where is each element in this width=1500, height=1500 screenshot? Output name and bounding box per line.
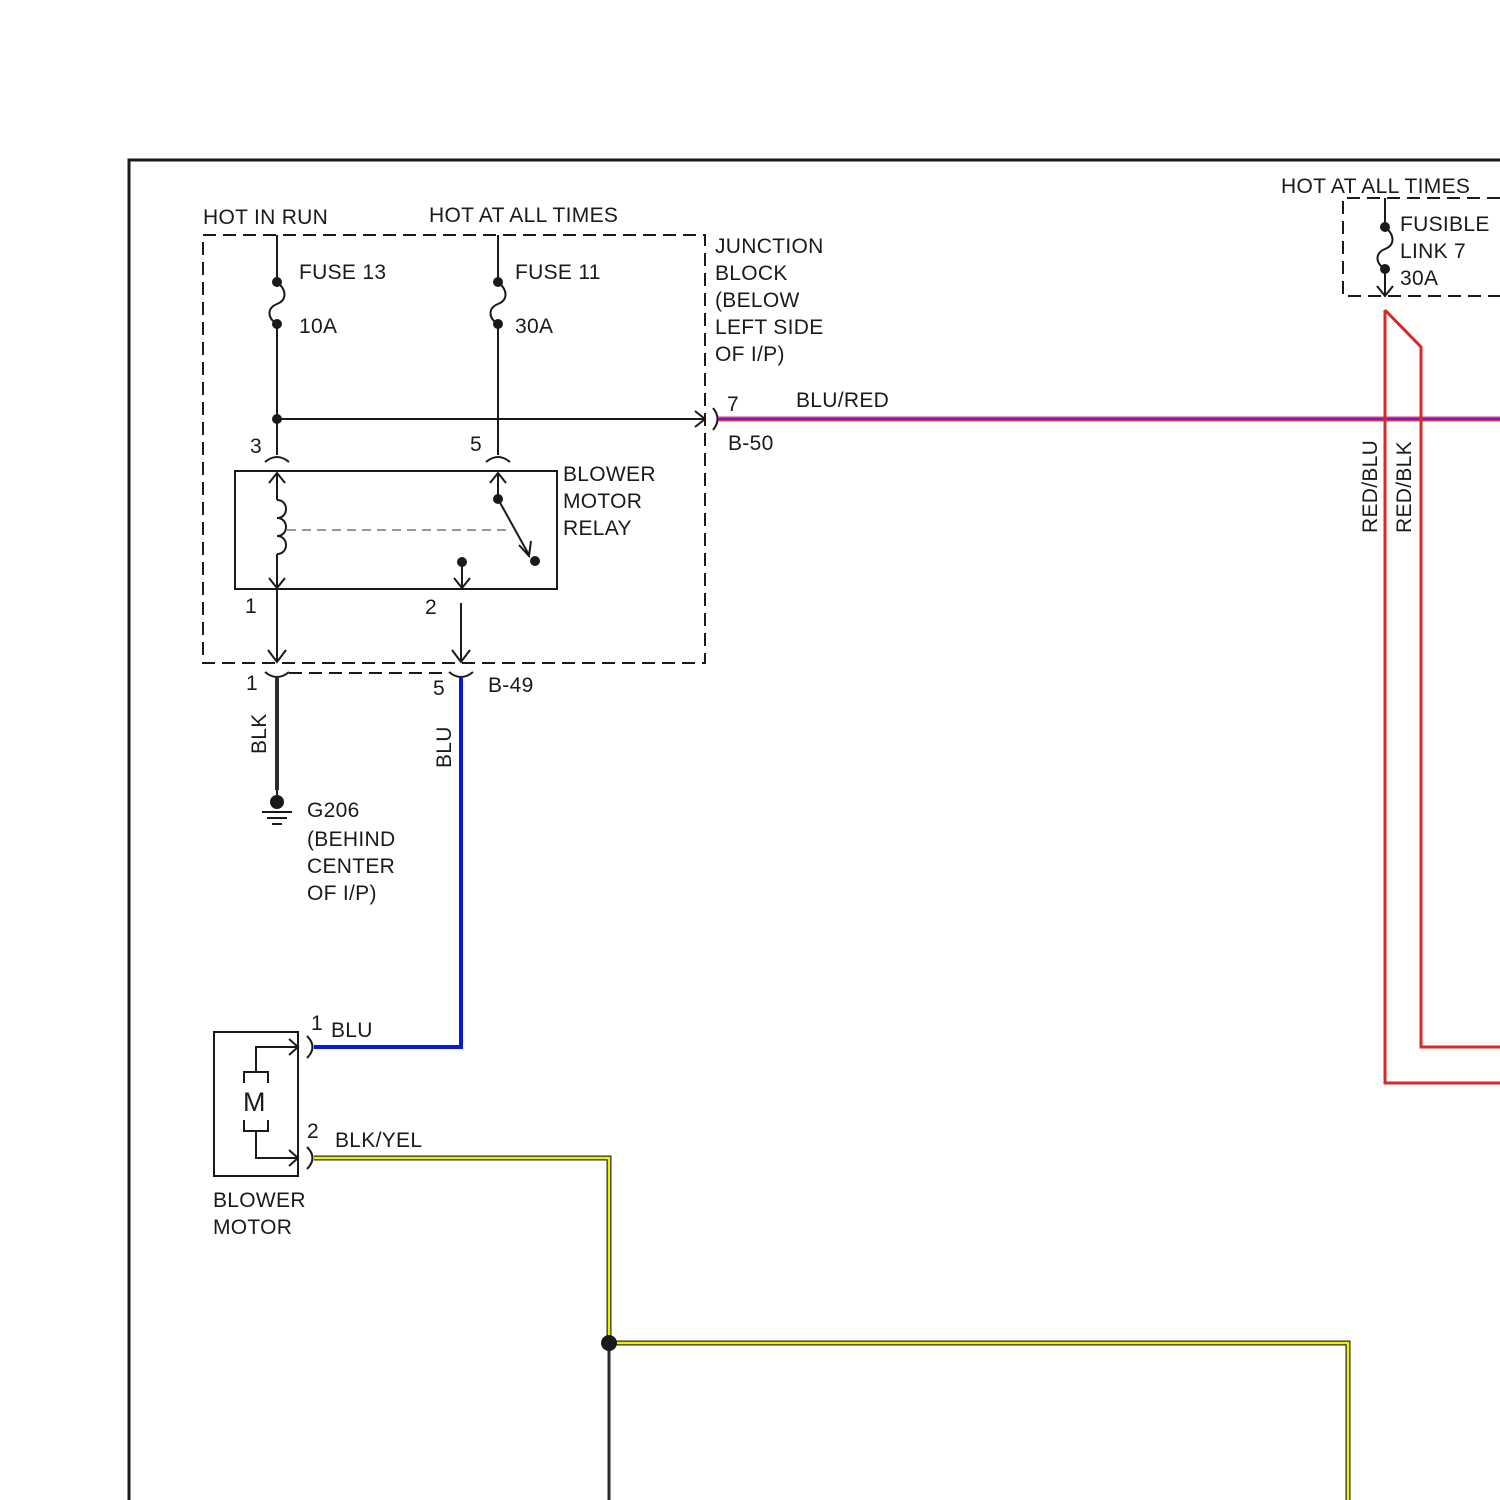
fuse-11	[491, 235, 506, 455]
fuse-13-name: FUSE 13	[299, 261, 386, 284]
relay-pin-5: 5	[470, 433, 482, 456]
fuse-11-name: FUSE 11	[515, 261, 601, 284]
fuse-13-rating: 10A	[299, 315, 337, 338]
ground-dot	[270, 795, 284, 809]
svg-text:JUNCTION: JUNCTION	[715, 235, 824, 258]
b49-pin-5: 5	[433, 677, 445, 700]
relay-output-dot	[457, 557, 467, 567]
wire-blu-vertical-label: BLU	[433, 726, 456, 768]
splice-dot-blk-yel	[601, 1335, 617, 1351]
svg-text:BLOWER: BLOWER	[213, 1189, 306, 1212]
relay-pin-3: 3	[250, 435, 262, 458]
svg-text:(BEHIND: (BEHIND	[307, 828, 395, 851]
fusible-link-7	[1377, 198, 1393, 296]
relay-coil	[269, 473, 286, 588]
svg-text:LEFT SIDE: LEFT SIDE	[715, 316, 824, 339]
svg-text:OF I/P): OF I/P)	[715, 343, 785, 366]
fuse-11-terminal-bottom	[493, 319, 503, 329]
relay-switch	[490, 473, 531, 556]
connector-b49-pin5	[449, 672, 473, 677]
fusible-link-label: FUSIBLE LINK 7 30A	[1400, 213, 1490, 290]
b50-pin-7: 7	[727, 393, 739, 416]
svg-text:BLOWER: BLOWER	[563, 463, 656, 486]
motor-pin-2: 2	[307, 1120, 319, 1143]
svg-text:30A: 30A	[1400, 267, 1438, 290]
relay-pin-1: 1	[245, 595, 257, 618]
fuse-11-terminal-top	[493, 277, 503, 287]
wire-blu-motor-label: BLU	[331, 1019, 373, 1042]
junction-block-outline	[203, 235, 705, 663]
hot-in-run-label: HOT IN RUN	[203, 206, 328, 229]
relay-pin5-connector	[486, 457, 510, 462]
hot-at-all-times-label: HOT AT ALL TIMES	[429, 204, 618, 227]
fusible-link-terminal-bottom	[1380, 264, 1390, 274]
motor-pin-1: 1	[311, 1012, 323, 1035]
svg-text:BLOCK: BLOCK	[715, 262, 788, 285]
wire-red-blu	[1385, 310, 1500, 1083]
wire-blk-yel	[314, 1158, 1348, 1500]
svg-text:OF I/P): OF I/P)	[307, 882, 377, 905]
wire-blk-yel-label: BLK/YEL	[335, 1129, 422, 1152]
relay-pin1-lead	[268, 590, 286, 662]
svg-text:(BELOW: (BELOW	[715, 289, 800, 312]
blower-motor-relay-label: BLOWER MOTOR RELAY	[563, 463, 656, 540]
svg-text:MOTOR: MOTOR	[563, 490, 642, 513]
svg-text:FUSIBLE: FUSIBLE	[1400, 213, 1490, 236]
fuse-11-rating: 30A	[515, 315, 553, 338]
relay-pin2-lead	[452, 603, 470, 662]
wire-red-blu-label: RED/BLU	[1359, 440, 1382, 533]
b49-pin-1: 1	[246, 672, 258, 695]
svg-text:G206: G206	[307, 799, 360, 822]
hot-at-all-times-fusible-label: HOT AT ALL TIMES	[1281, 175, 1470, 198]
connector-b49-label: B-49	[488, 674, 534, 697]
svg-text:CENTER: CENTER	[307, 855, 395, 878]
relay-pin-2: 2	[425, 596, 437, 619]
junction-block-label: JUNCTION BLOCK (BELOW LEFT SIDE OF I/P)	[715, 235, 824, 366]
relay-switch-pivot	[493, 494, 503, 504]
wire-blu-red-label: BLU/RED	[796, 389, 889, 412]
ground-g206-label: G206 (BEHIND CENTER OF I/P)	[307, 799, 395, 905]
fuse-13-terminal-bottom	[272, 319, 282, 329]
blower-motor-pin1-connector	[307, 1036, 313, 1058]
relay-pin3-connector	[265, 457, 289, 462]
fusible-link-terminal-top	[1380, 222, 1390, 232]
svg-text:MOTOR: MOTOR	[213, 1216, 292, 1239]
svg-text:RELAY: RELAY	[563, 517, 632, 540]
fuse-13-terminal-top	[272, 277, 282, 287]
connector-b50-symbol	[713, 408, 718, 430]
svg-text:LINK 7: LINK 7	[1400, 240, 1466, 263]
relay-switch-contact	[530, 556, 540, 566]
blower-motor-label: BLOWER MOTOR	[213, 1189, 306, 1239]
wire-blk-label: BLK	[248, 713, 271, 754]
splice-dot-bus	[272, 414, 282, 424]
connector-b49-pin1	[265, 672, 289, 677]
blower-motor-pin2-connector	[307, 1147, 313, 1169]
wire-red-blk-label: RED/BLK	[1393, 441, 1416, 533]
motor-symbol: M	[243, 1087, 266, 1117]
connector-b50-label: B-50	[728, 432, 774, 455]
